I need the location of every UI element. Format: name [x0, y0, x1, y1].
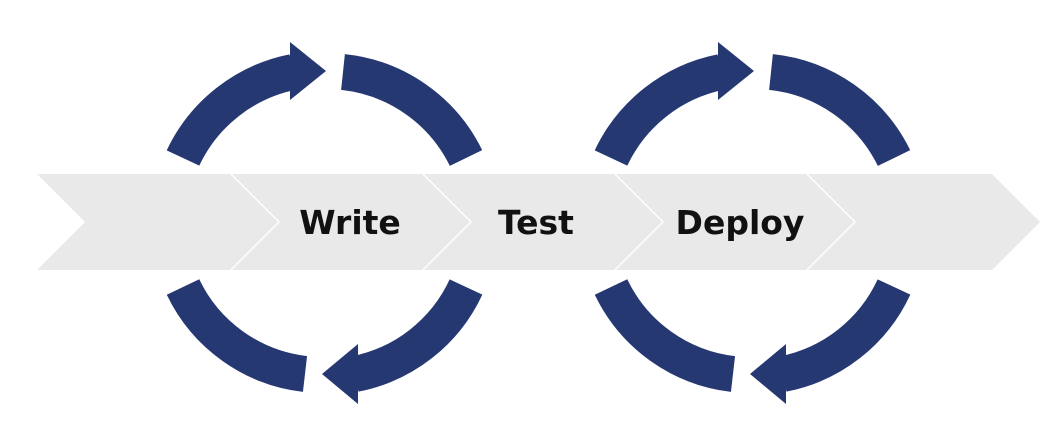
- stage-label-test: Test: [498, 203, 574, 242]
- right-loop-bottom-right-arc: [779, 279, 911, 392]
- stage-label-deploy: Deploy: [676, 203, 805, 242]
- right-loop-top-right-arc: [768, 54, 911, 167]
- left-loop-bottom-left-arc: [166, 278, 308, 392]
- left-loop: [166, 42, 483, 404]
- left-loop-top-right-arc: [340, 54, 483, 167]
- chevron-4: [616, 174, 854, 270]
- chevron-3: [424, 174, 662, 270]
- chevron-5: [808, 174, 1040, 270]
- right-loop: [594, 42, 911, 404]
- stage-label-write: Write: [299, 203, 401, 242]
- chevron-band: [37, 174, 1040, 270]
- right-loop-bottom-arrowhead: [750, 344, 786, 404]
- right-loop-top-arrowhead: [718, 42, 754, 100]
- left-loop-bottom-arrowhead: [322, 344, 358, 404]
- chevron-1: [37, 174, 278, 270]
- chevron-2: [232, 174, 470, 270]
- right-loop-top-left-arc: [594, 54, 725, 167]
- left-loop-top-arrowhead: [290, 42, 326, 100]
- left-loop-top-left-arc: [166, 54, 297, 167]
- left-loop-bottom-right-arc: [351, 279, 483, 392]
- right-loop-bottom-left-arc: [594, 278, 736, 392]
